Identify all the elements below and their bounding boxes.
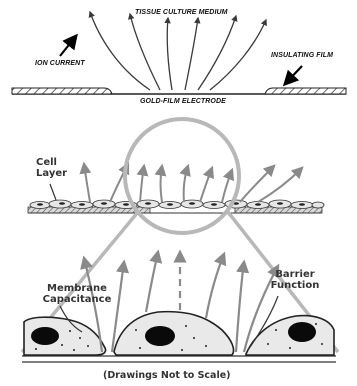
detail-nucleus-left <box>31 327 59 345</box>
tissue-culture-medium-label: TISSUE CULTURE MEDIUM <box>135 9 228 16</box>
barrier-function-label: Barrier Function <box>266 270 324 291</box>
insulating-film-left <box>12 88 112 94</box>
cell-layer-label: Cell Layer <box>36 158 86 179</box>
ion-arrow <box>167 18 172 90</box>
gold-film-electrode-label: GOLD-FILM ELECTRODE <box>140 98 226 105</box>
ion-current-label: ION CURRENT <box>35 60 85 67</box>
ion-arrow <box>90 12 150 90</box>
cell-layer-pointer <box>50 184 56 200</box>
ion-current-arrows <box>90 12 266 90</box>
ion-arrow <box>210 20 266 90</box>
cell-layer-arrows <box>84 164 302 202</box>
insulating-film-right <box>265 88 346 94</box>
detail-nucleus-middle <box>145 326 175 346</box>
detail-nucleus-right <box>288 322 316 342</box>
ion-current-pointer <box>60 36 76 56</box>
insulating-film-pointer <box>285 66 302 84</box>
insulating-film-label: INSULATING FILM <box>271 52 333 59</box>
membrane-capacitance-label: Membrane Capacitance <box>38 284 116 305</box>
ion-arrow <box>185 18 198 90</box>
ion-arrow <box>198 16 236 90</box>
scale-note: (Drawings Not to Scale) <box>103 371 231 381</box>
